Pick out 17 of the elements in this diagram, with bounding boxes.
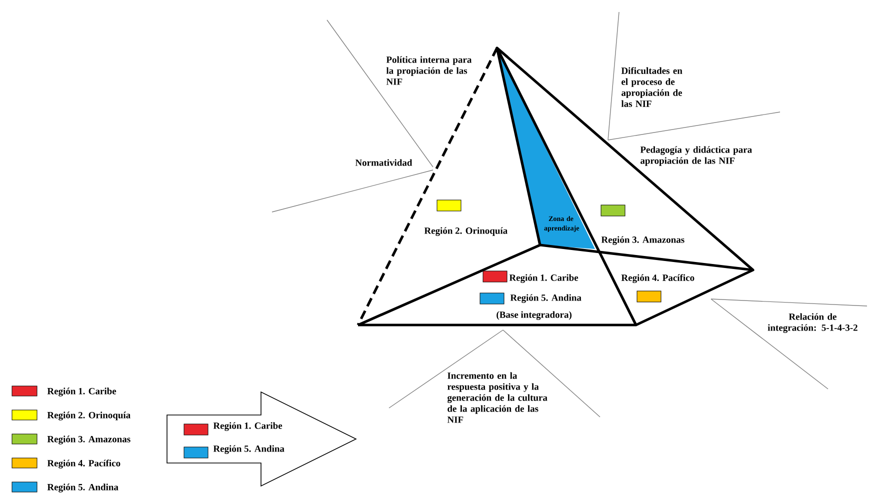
region-label: Región 5. Andina xyxy=(510,294,582,303)
annotation-text: Normatividad xyxy=(355,159,412,166)
annotation-text: Política interna para la propiación de las NIF xyxy=(386,56,472,85)
annotation-text: Dificultades en el proceso de apropiación de las NIF xyxy=(621,67,682,107)
annotation-text: Incremento en la respuesta positiva y la generación de la cultura de la aplicación de las NIF xyxy=(447,372,548,423)
legend-label: Región 2. Orinoquía xyxy=(47,412,130,420)
annotation-text: Pedagogía y didáctica para apropiación de las NIF xyxy=(640,146,752,166)
region-label: Región 3. Amazonas xyxy=(601,236,684,245)
region-label: (Base integradora) xyxy=(496,311,572,320)
legend-label: Región 5. Andina xyxy=(47,484,118,492)
legend-label: Región 4. Pacífico xyxy=(47,460,120,468)
region-label: Región 1. Caribe xyxy=(509,274,578,283)
region-label: Región 4. Pacífico xyxy=(621,274,694,283)
legend-label: Región 3. Amazonas xyxy=(47,436,130,444)
annotation-text: Relación de integración: 5-1-4-3-2 xyxy=(768,313,858,333)
region-label: Región 2. Orinoquía xyxy=(424,227,508,236)
legend-label: Región 1. Caribe xyxy=(47,388,116,396)
